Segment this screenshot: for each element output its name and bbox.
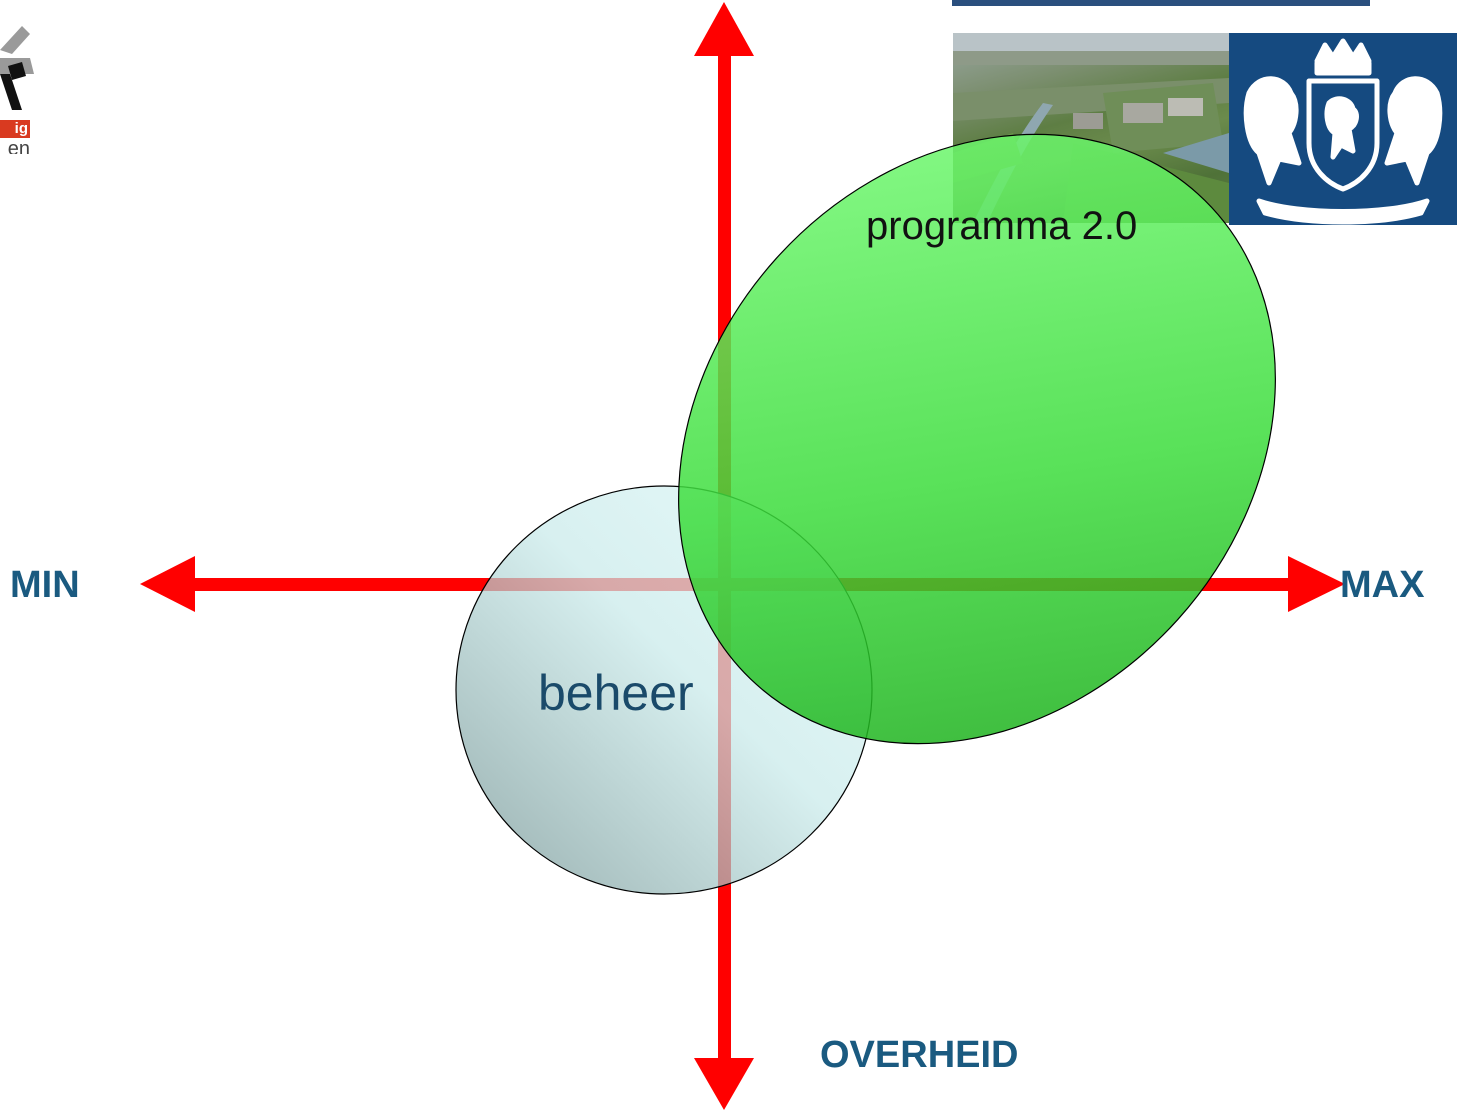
programma-label: programma 2.0 (866, 204, 1138, 248)
axis-label-overheid: OVERHEID (820, 1034, 1019, 1076)
crest-drawing (1243, 38, 1443, 225)
axis-label-min: MIN (10, 564, 80, 606)
royal-coat-of-arms-icon (1229, 33, 1457, 225)
programma-ellipse (678, 133, 1276, 745)
organization-logo: ig en (0, 14, 40, 154)
axis-label-max: MAX (1340, 564, 1425, 606)
logo-mark-icon (0, 26, 34, 110)
logo-tag: ig (0, 120, 30, 138)
header-bar (952, 0, 1370, 6)
beheer-label: beheer (538, 665, 694, 721)
logo-subtext: en (7, 138, 30, 154)
